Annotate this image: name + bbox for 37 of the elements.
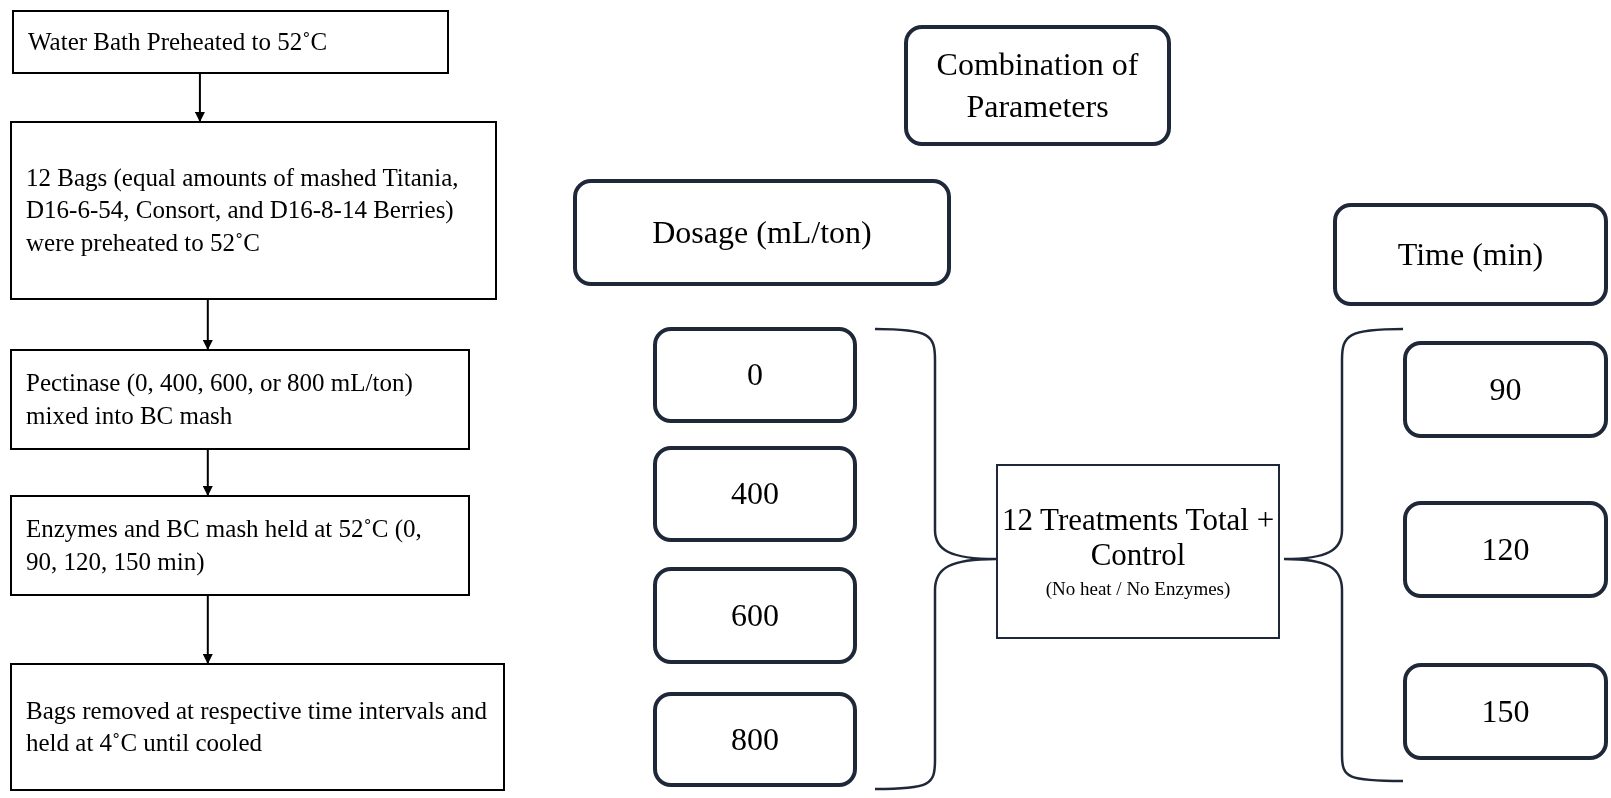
box-text: 150 [1481,691,1530,731]
box-text: 800 [731,719,779,759]
process-box [10,495,470,596]
box-text: 90 [1489,369,1522,409]
box-text: 120 [1481,529,1530,569]
rounded-box [653,567,857,664]
summary-box [996,464,1280,639]
box-text: Enzymes and BC mash held at 52˚C (0, 90, 120, 150 min) [26,514,423,578]
box-text: 400 [731,474,779,514]
box-text: 12 Treatments Total + Control [1000,501,1276,573]
process-box [10,349,470,450]
box-text: Water Bath Preheated to 52˚C [28,26,329,57]
arrow [194,73,205,122]
rounded-box [653,692,857,787]
note-text: (No heat / No Enzymes) [1045,576,1231,601]
box-text: Dosage (mL/ton) [652,212,872,252]
rounded-box [1403,501,1608,598]
box-text: Time (min) [1397,234,1544,274]
box-text: 12 Bags (equal amounts of mashed Titania, D16-6-54, Consort, and D16-8-14 Berries) were preheated to 52˚C [26,162,460,258]
arrow [202,299,213,350]
rounded-box [1333,203,1608,306]
arrow [202,449,213,496]
box-text: 0 [747,355,763,395]
box-text: Pectinase (0, 400, 600, or 800 mL/ton) mixed into BC mash [26,368,414,431]
process-box [12,10,449,74]
box-text: Bags removed at respective time intervals and held at 4˚C until cooled [26,695,488,758]
process-box [10,121,497,300]
rounded-box [1403,663,1608,760]
process-box [10,663,505,791]
rounded-box [653,327,857,423]
rounded-box [1403,341,1608,438]
rounded-box [653,446,857,542]
arrow [202,595,213,664]
rounded-box [904,25,1171,146]
box-text: 600 [731,595,779,635]
box-text: Combination of Parameters [935,44,1140,126]
rounded-box [573,179,951,286]
